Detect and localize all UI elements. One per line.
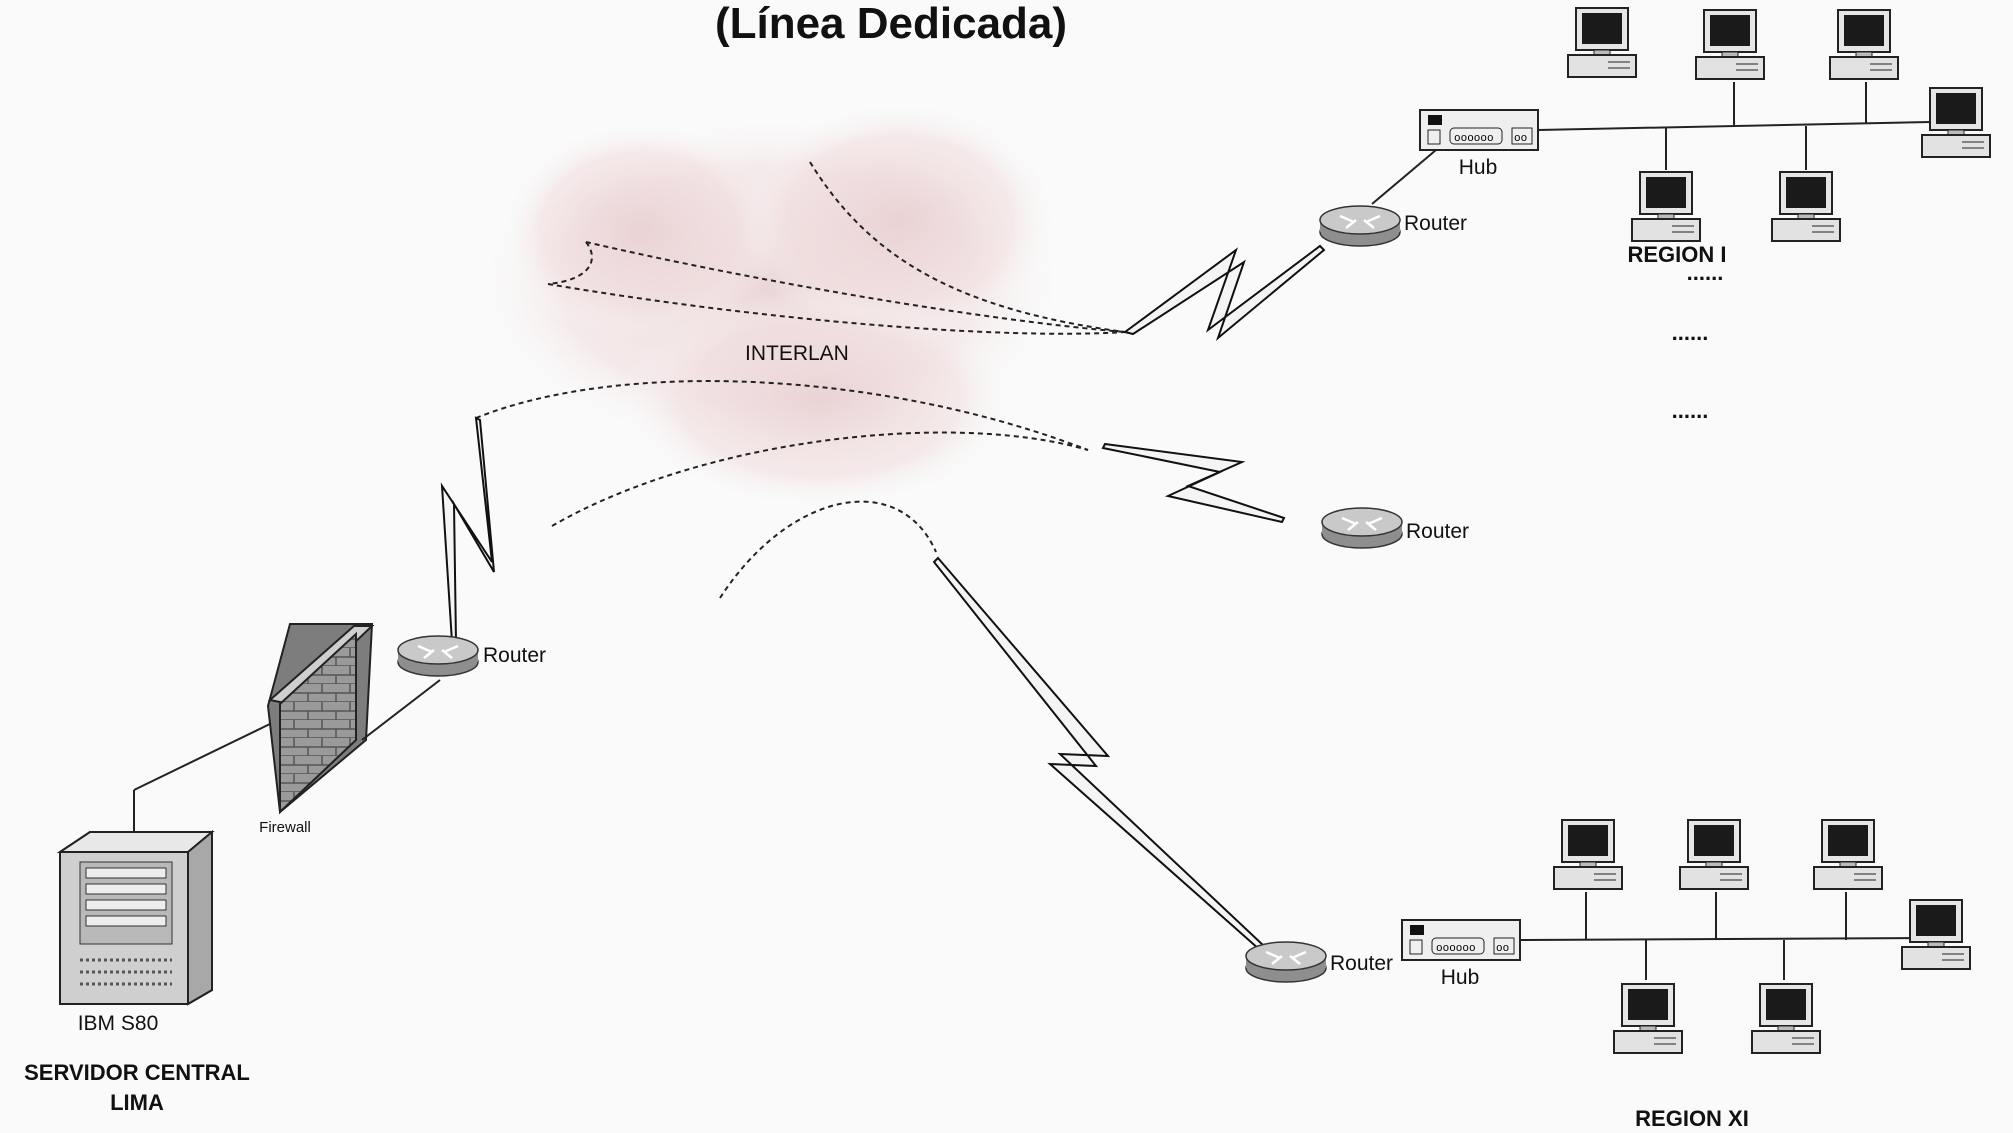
hub-icon-region-1	[1419, 109, 1539, 151]
computer-icon	[1553, 819, 1623, 890]
interlan-cloud	[470, 100, 1070, 510]
hub-label-region-11: Hub	[1441, 966, 1480, 989]
computer-icon	[1901, 899, 1971, 970]
computer-icon	[1695, 9, 1765, 80]
lightning-link-region-11	[932, 556, 1266, 952]
ellipsis-2: ......	[1672, 320, 1709, 345]
router-label-central: Router	[483, 644, 546, 667]
computer-icon	[1829, 9, 1899, 80]
lightning-link-region-1	[1122, 244, 1326, 342]
router-icon-region-11	[1244, 940, 1328, 984]
computer-icon	[1567, 7, 1637, 78]
server-icon	[56, 829, 215, 1006]
server-caption-line1: SERVIDOR CENTRAL	[24, 1060, 250, 1085]
router-label-middle: Router	[1406, 520, 1469, 543]
region-11-label: REGION XI	[1635, 1106, 1749, 1131]
computer-icon	[1631, 171, 1701, 242]
firewall-icon	[266, 623, 375, 815]
router-icon-middle	[1320, 506, 1404, 550]
computer-icon	[1921, 87, 1991, 158]
router-icon-central	[396, 634, 480, 678]
ellipsis-3: ......	[1672, 398, 1709, 423]
ellipsis-1: ......	[1687, 260, 1724, 285]
router-label-region-11: Router	[1330, 952, 1393, 975]
server-model-label: IBM S80	[78, 1012, 159, 1035]
page-title: (Línea Dedicada)	[715, 0, 1067, 48]
lightning-link-central	[440, 416, 495, 643]
region-11-lan	[1519, 892, 1931, 980]
computer-icon	[1751, 983, 1821, 1054]
hub-icon-region-11	[1401, 919, 1521, 961]
hub-label-region-1: Hub	[1459, 156, 1498, 179]
cloud-label: INTERLAN	[745, 342, 849, 365]
router-icon-region-1	[1318, 204, 1402, 248]
region-1-lan	[1537, 82, 1931, 170]
computer-icon	[1679, 819, 1749, 890]
server-caption-line2: LIMA	[110, 1090, 164, 1115]
computer-icon	[1771, 171, 1841, 242]
router-label-region-1: Router	[1404, 212, 1467, 235]
wan-links	[475, 161, 1126, 599]
region-1-label: REGION I	[1627, 242, 1726, 267]
computer-icon	[1813, 819, 1883, 890]
firewall-label: Firewall	[259, 819, 311, 836]
lightning-link-middle	[1101, 442, 1286, 524]
computer-icon	[1613, 983, 1683, 1054]
